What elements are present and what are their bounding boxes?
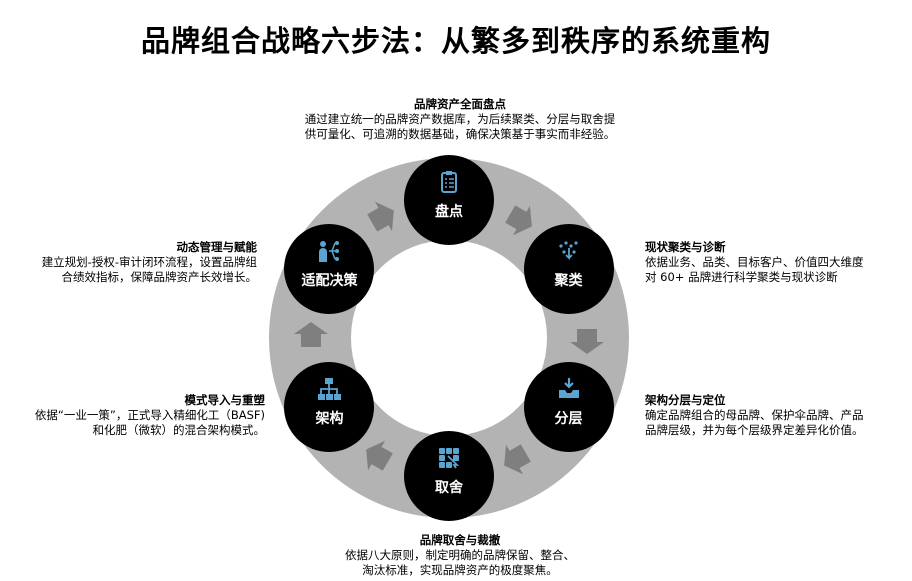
step-label: 架构 <box>315 411 344 427</box>
desc-adaptive: 动态管理与赋能建立规划-授权-审计闭环流程，设置品牌组合绩效指标，保障品牌资产长… <box>41 240 257 284</box>
desc-selection: 品牌取舍与裁撤依据八大原则，制定明确的品牌保留、整合、淘汰标准，实现品牌资产的极… <box>345 533 575 577</box>
step-label: 分层 <box>554 411 583 427</box>
step-label: 聚类 <box>554 273 583 289</box>
step-node-0: 盘点 <box>404 155 494 245</box>
step-node-3: 取舍 <box>404 431 494 521</box>
step-node-2: 分层 <box>523 362 614 452</box>
page-title: 品牌组合战略六步法：从繁多到秩序的系统重构 <box>140 24 771 58</box>
people-network-icon <box>319 241 340 262</box>
step-node-5: 适配决策 <box>284 224 375 314</box>
step-node-1: 聚类 <box>523 224 614 314</box>
desc-inventory: 品牌资产全面盘点通过建立统一的品牌资产数据库，为后续聚类、分层与取舍提供可量化、… <box>304 97 616 141</box>
flow-arrow <box>366 440 393 471</box>
cluster-icon <box>558 241 578 261</box>
flow-arrow <box>504 444 531 475</box>
step-node-4: 架构 <box>284 362 375 452</box>
grid-select-icon <box>439 448 460 469</box>
step-label: 盘点 <box>435 204 463 220</box>
flow-arrow <box>367 201 394 232</box>
flow-arrow <box>570 329 604 354</box>
step-label: 取舍 <box>435 480 463 496</box>
flow-arrow <box>505 205 532 236</box>
flow-arrow <box>294 322 328 347</box>
desc-cluster: 现状聚类与诊断依据业务、品类、目标客户、价值四大维度对 60+ 品牌进行科学聚类… <box>645 240 864 284</box>
inbox-download-icon <box>558 378 579 398</box>
hierarchy-icon <box>318 378 342 400</box>
step-label: 适配决策 <box>301 273 358 289</box>
desc-architecture: 模式导入与重塑依据“一业一策”，正式导入精细化工（BASF)和化肥（微软）的混合… <box>34 393 265 437</box>
desc-layer: 架构分层与定位确定品牌组合的母品牌、保护伞品牌、产品品牌层级，并为每个层级界定差… <box>645 393 864 437</box>
clipboard-icon <box>441 171 457 193</box>
